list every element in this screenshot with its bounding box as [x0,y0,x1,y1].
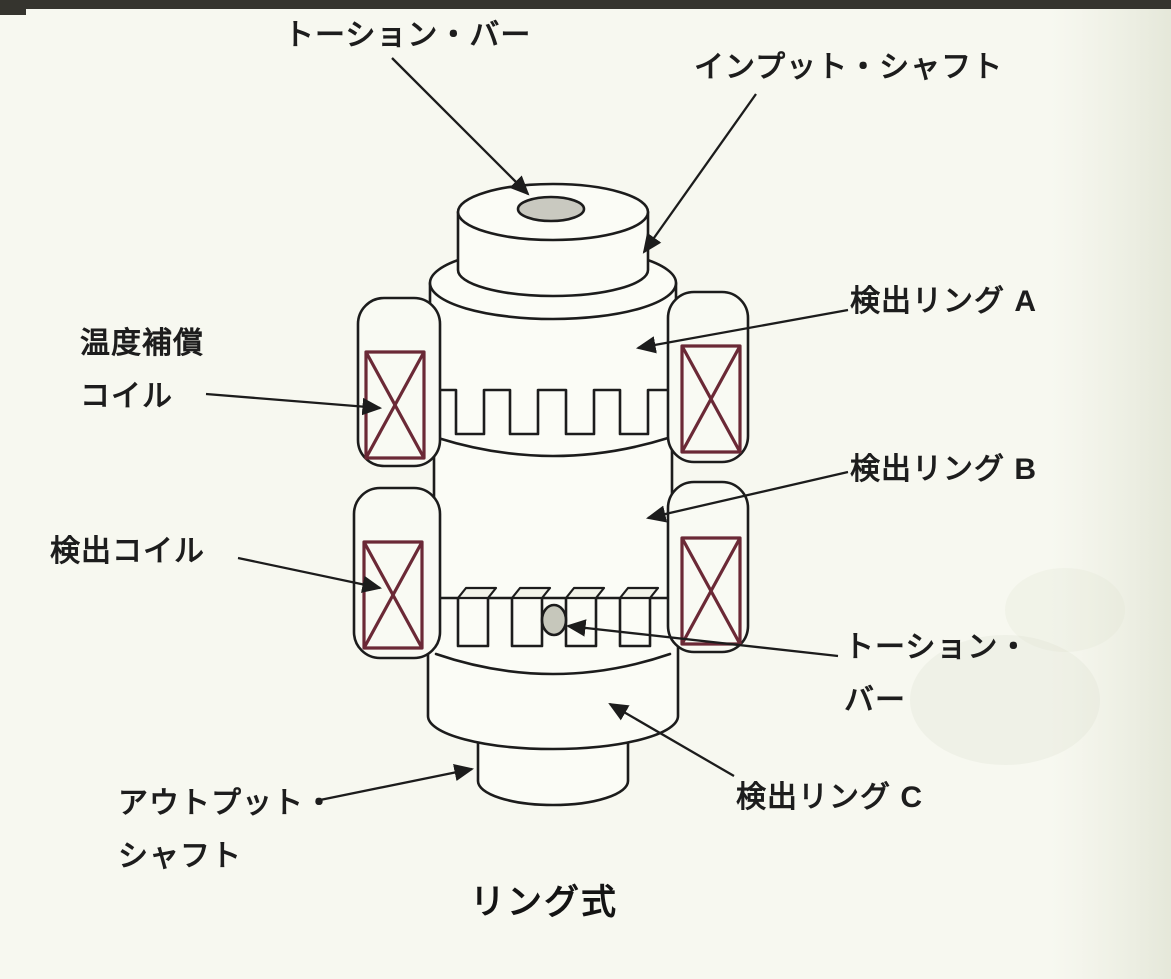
arrow-temp-coil [205,392,383,416]
gear-tooth-top [510,586,552,600]
coil-winding-cross [362,541,424,649]
arrow-input-shaft [642,93,757,254]
torsion-bar-bore [516,195,586,223]
label-torsion-bar-mid-line2: バー [844,683,906,717]
scan-edge-corner [0,0,26,15]
arrow-detection-ring-c [608,702,735,777]
gear-tooth-top [564,586,606,600]
lower-gear-tooth-tops [456,586,660,600]
coil-winding-cross [680,537,742,645]
label-output-shaft-line2: シャフト [118,839,242,873]
coil-winding-cross [364,351,426,459]
label-temp-comp-coil-line2: コイル [80,379,173,413]
detection-ring-a-shape [428,281,678,436]
torsion-bar-end [540,603,568,637]
label-temp-comp-coil: 温度補償 コイル [80,318,204,423]
ring-b-rim-arc [436,436,670,458]
arrow-torsion-bar-mid [565,619,839,658]
coil-winding [364,350,426,460]
paper-smudge [910,635,1100,765]
arrow-detection-ring-b [645,470,849,523]
gear-tooth-top [618,586,660,600]
arrow-torsion-bar-top [391,57,530,196]
ring-c-rim-arc [434,652,672,676]
coil-assemblies [352,290,750,660]
label-detection-ring-b: 検出リング B [850,453,1037,486]
coil-upper-right [666,290,750,464]
coil-lower-right [666,480,750,654]
label-detection-ring-c: 検出リング C [736,781,923,814]
label-temp-comp-coil-line1: 温度補償 [80,327,204,360]
label-detection-ring-a: 検出リング A [850,285,1037,318]
label-torsion-bar-top: トーション・バー [284,19,532,52]
paper-smudge [1005,568,1125,652]
label-torsion-bar-mid: トーション・ バー [844,622,1029,727]
coil-winding [680,536,742,646]
label-torsion-bar-mid-line1: トーション・ [844,631,1030,664]
gear-tooth-top [456,586,498,600]
coil-upper-left [356,296,442,468]
sensor-assembly [426,182,680,807]
label-input-shaft: インプット・シャフト [694,51,1004,84]
coil-lower-left [352,486,442,660]
scan-edge-top [0,0,1171,9]
label-output-shaft-line1: アウトプット・ [118,787,335,820]
arrow-detection-coil [237,556,383,593]
coil-winding [680,344,742,454]
coil-winding-cross [680,345,742,453]
coil-winding [362,540,424,650]
label-output-shaft: アウトプット・ シャフト [118,778,335,883]
page-edge-shadow [1050,0,1171,979]
diagram-caption: リング式 [470,883,619,922]
arrow-output-shaft [319,763,475,802]
leader-arrows [205,57,849,802]
arrow-detection-ring-a [635,308,849,354]
label-detection-coil: 検出コイル [50,535,205,568]
